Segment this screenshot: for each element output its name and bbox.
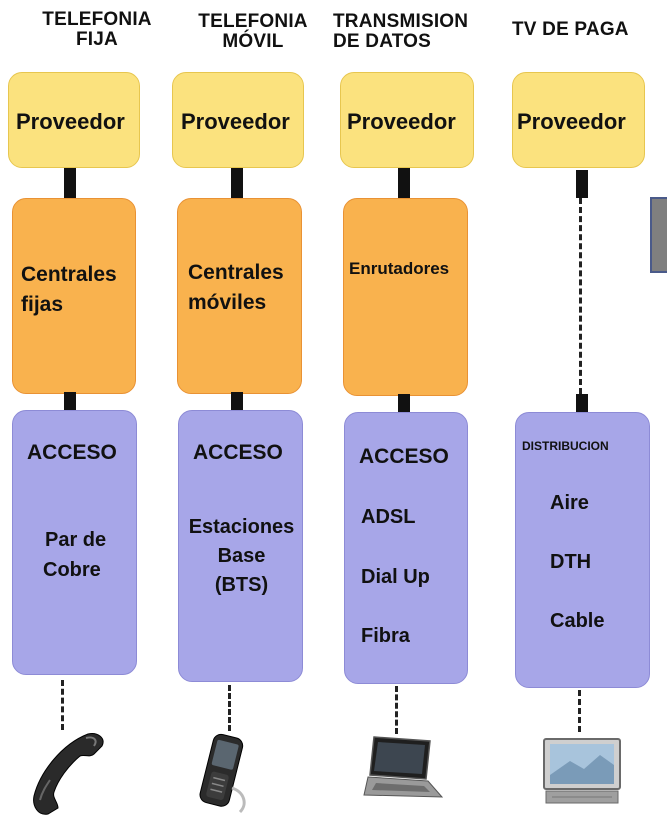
column-title-pay-tv: TV DE PAGA <box>512 20 629 40</box>
distribution-item: Cable <box>550 610 605 632</box>
central-box-mobile: Centrales móviles <box>177 198 302 394</box>
dashed-connector <box>228 685 231 731</box>
offscreen-box <box>650 197 667 273</box>
connector-line <box>231 168 243 200</box>
distribution-box-tv: DISTRIBUCION Aire DTH Cable <box>515 412 650 688</box>
central-label-line2: fijas <box>21 293 64 316</box>
provider-box-data: Proveedor <box>340 72 474 168</box>
access-item: Par de <box>45 529 107 551</box>
distribution-title: DISTRIBUCION <box>522 439 609 453</box>
access-box-mobile: ACCESO Estaciones Base (BTS) <box>178 410 303 682</box>
access-box-data: ACCESO ADSL Dial Up Fibra <box>344 412 468 684</box>
column-title-data-transmission: TRANSMISION DE DATOS <box>333 12 468 52</box>
column-title-fixed-telephony: TELEFONIA FIJA <box>22 10 172 50</box>
central-label-line1: Centrales <box>21 263 117 286</box>
laptop-icon <box>363 736 444 798</box>
provider-label: Proveedor <box>16 109 125 134</box>
access-items: Estaciones Base (BTS) <box>179 513 304 600</box>
access-title: ACCESO <box>359 445 449 468</box>
connector-line <box>398 394 410 414</box>
connector-line <box>576 394 588 412</box>
access-item: Cobre <box>43 559 101 581</box>
access-item: (BTS) <box>214 574 269 596</box>
access-item: Fibra <box>361 625 410 647</box>
access-item: Estaciones <box>188 516 295 538</box>
connector-line <box>64 168 76 200</box>
provider-box-fixed: Proveedor <box>8 72 140 168</box>
dashed-connector <box>61 680 64 730</box>
central-label-line2: móviles <box>188 291 267 314</box>
provider-label: Proveedor <box>347 109 456 134</box>
mobile-phone-icon <box>199 733 246 814</box>
column-title-line: DE DATOS <box>333 31 432 52</box>
access-title: ACCESO <box>27 441 117 464</box>
access-item: Dial Up <box>361 566 430 588</box>
router-label: Enrutadores <box>349 259 450 278</box>
access-title: ACCESO <box>193 441 283 464</box>
provider-box-tv: Proveedor <box>512 72 645 168</box>
column-title-line: TELEFONIA <box>198 11 308 32</box>
access-item: ADSL <box>361 506 416 528</box>
dashed-connector <box>579 198 582 394</box>
column-title-mobile-telephony: TELEFONIA MÓVIL <box>178 12 328 52</box>
distribution-item: Aire <box>550 492 589 514</box>
connector-line <box>231 392 243 412</box>
connector-line <box>398 168 410 200</box>
column-title-line: TELEFONIA <box>42 9 152 30</box>
dashed-connector <box>395 686 398 734</box>
router-box: Enrutadores <box>343 198 468 396</box>
central-box-fixed: Centrales fijas <box>12 198 136 394</box>
central-label-line1: Centrales <box>188 261 284 284</box>
dashed-connector <box>578 690 581 732</box>
access-box-fixed: ACCESO Par de Cobre <box>12 410 137 675</box>
column-title-line: FIJA <box>76 29 118 50</box>
provider-label: Proveedor <box>181 109 290 134</box>
provider-box-mobile: Proveedor <box>172 72 304 168</box>
column-title-line: TRANSMISION <box>333 11 469 32</box>
column-title-line: TV DE PAGA <box>512 19 629 40</box>
column-title-line: MÓVIL <box>222 31 284 52</box>
connector-line <box>64 392 76 412</box>
distribution-item: DTH <box>550 551 592 573</box>
connector-line <box>576 170 588 198</box>
access-item: Base <box>217 545 266 567</box>
tv-icon <box>543 738 621 804</box>
provider-label: Proveedor <box>517 109 626 134</box>
phone-icon <box>33 733 104 815</box>
